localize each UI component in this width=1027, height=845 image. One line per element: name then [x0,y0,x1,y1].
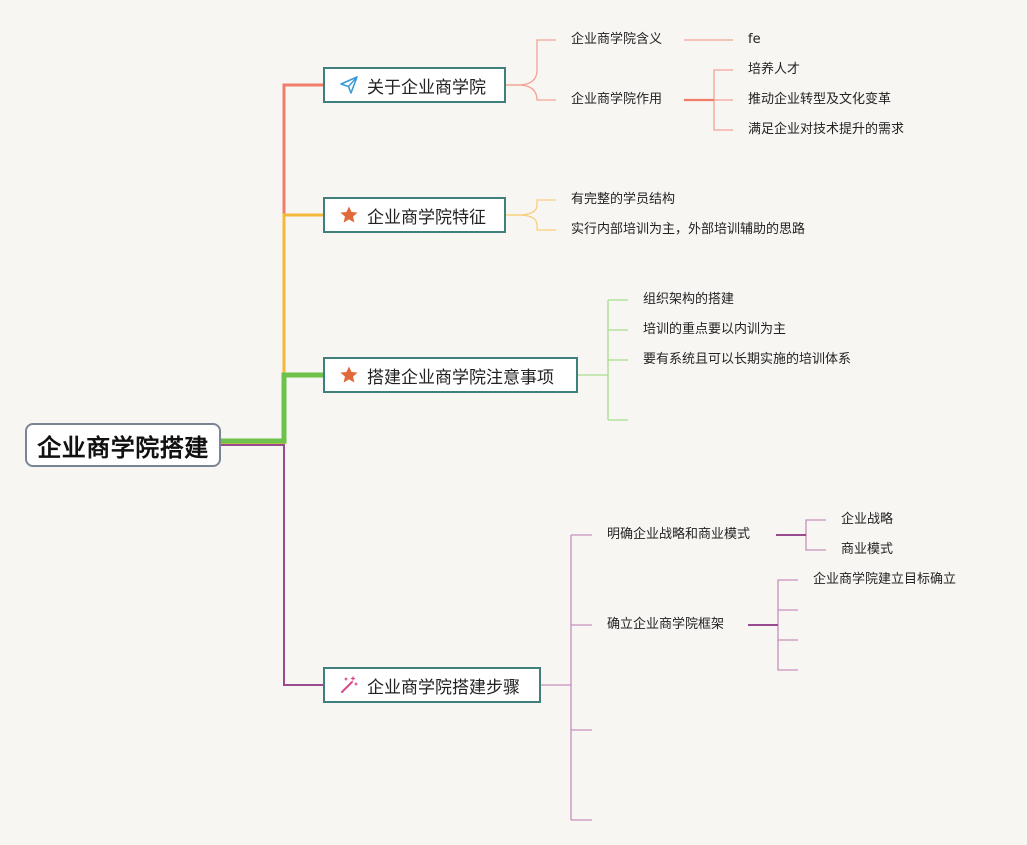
branch-line-topic-4 [220,444,324,686]
subtopic-note[interactable]: 培训的重点要以内训为主 [643,322,787,337]
star-icon [339,205,359,225]
connector [506,84,556,101]
subtopic-step[interactable]: 确立企业商学院框架 [607,617,725,632]
subtopic-function-item[interactable]: 培养人才 [748,62,801,77]
connector [777,625,798,641]
connector [805,535,826,551]
subtopic-function-item[interactable]: 推动企业转型及文化变革 [748,92,892,107]
root-topic[interactable]: 企业商学院搭建 [25,423,221,467]
connector [777,579,798,625]
subtopic-function[interactable]: 企业商学院作用 [571,92,663,107]
connector [777,640,798,671]
branch-line-topic-2 [219,213,325,445]
subtopic-feature[interactable]: 有完整的学员结构 [571,192,676,207]
topic-label: 关于企业商学院 [367,77,486,98]
topic-label: 搭建企业商学院注意事项 [367,367,554,388]
connector [506,39,556,86]
subtopic-function-item[interactable]: 满足企业对技术提升的需求 [748,122,905,137]
subtopic-feature[interactable]: 实行内部培训为主，外部培训辅助的思路 [571,222,806,237]
subtopic-step-item[interactable]: 企业战略 [841,512,894,527]
topic-build-notes[interactable]: 搭建企业商学院注意事项 [323,357,578,393]
subtopic-meaning[interactable]: 企业商学院含义 [571,32,663,47]
subtopic-note[interactable]: 组织架构的搭建 [643,292,735,307]
root-topic-label: 企业商学院搭建 [37,433,209,462]
branch-line-topic-1 [219,83,325,445]
magic-wand-icon [339,675,359,695]
subtopic-step[interactable]: 明确企业战略和商业模式 [607,527,751,542]
subtopic-step-item[interactable]: 商业模式 [841,542,894,557]
topic-label: 企业商学院特征 [367,207,486,228]
topic-build-steps[interactable]: 企业商学院搭建步骤 [323,667,541,703]
topic-about-business-school[interactable]: 关于企业商学院 [323,67,506,103]
subtopic-note[interactable]: 要有系统且可以长期实施的培训体系 [643,352,852,367]
connector [805,519,826,535]
star-icon [339,365,359,385]
subtopic-meaning-detail[interactable]: fe [748,32,761,47]
connector [506,214,556,231]
paper-plane-icon [339,75,359,95]
connector [506,199,556,216]
connector [713,100,733,131]
branch-line-topic-3 [218,372,326,444]
topic-business-school-features[interactable]: 企业商学院特征 [323,197,506,233]
subtopic-step-item[interactable]: 企业商学院建立目标确立 [813,572,957,587]
topic-label: 企业商学院搭建步骤 [367,677,520,698]
connector [684,69,733,101]
